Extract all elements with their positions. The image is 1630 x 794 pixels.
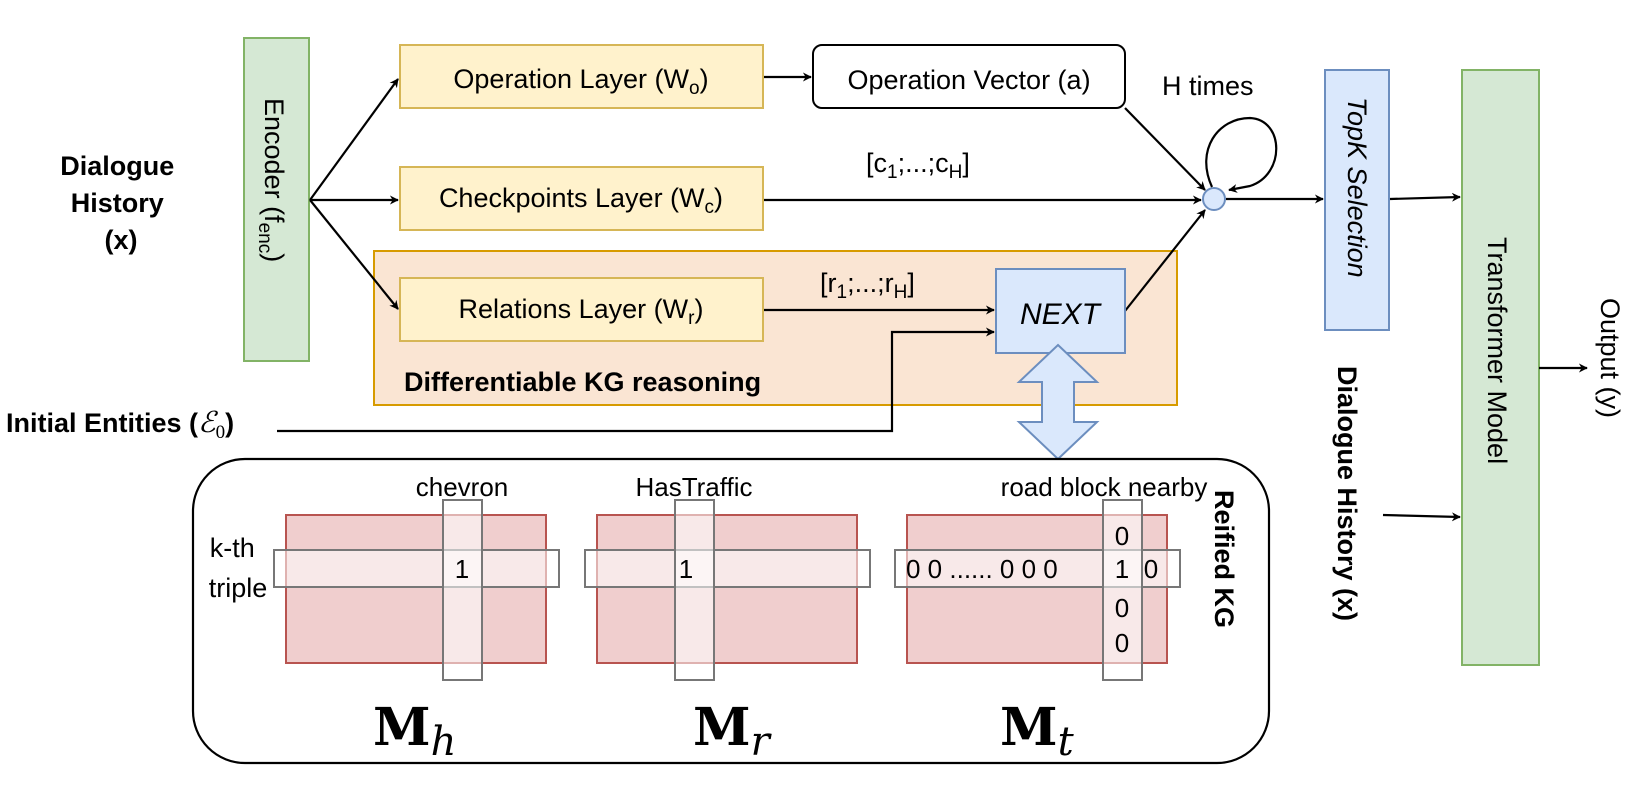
dialogue-history-right: Dialogue History (x) [1332,366,1362,621]
arrow-next-to-node [1124,209,1206,312]
transformer-label: Transformer Model [1482,237,1512,464]
dialogue-history-input: Dialogue History (x) [60,151,182,255]
arrow-encoder-to-relations [309,199,399,310]
matrix-r-value: 1 [679,554,693,584]
arrow-vector-to-node [1124,107,1206,191]
relations-layer-box [399,277,764,342]
matrix-t-col-below-1: 0 [1115,593,1129,623]
reified-kg-title: Reified KG [1209,490,1239,628]
self-loop-arrow [1205,116,1278,193]
relation-sequence-label: [r1;...;rH] [820,268,915,303]
transformer-box [1461,69,1540,666]
matrix-h-row-highlight [273,549,560,588]
encoder-box [243,37,310,362]
matrix-h-value: 1 [455,554,469,584]
matrix-t-row-after: 0 [1144,554,1158,584]
operation-vector-box [812,44,1126,109]
topk-selection-label: TopK Selection [1342,97,1372,278]
relations-layer-label: Relations Layer (Wr) [459,294,704,329]
matrix-h-name: Mh [373,697,456,765]
next-operator-label: NEXT [1020,298,1103,331]
h-times-label: H times [1162,71,1254,101]
matrix-t-col-highlight [1102,499,1143,681]
initial-entities-label: Initial Entities (ℰ0) [6,407,234,443]
matrix-t-row-values: 0 0 ...... 0 0 0 [906,554,1058,584]
checkpoint-sequence-label: [c1;...;cH] [866,148,970,183]
arrow-encoder-to-operation [309,78,399,201]
arrow-entities-to-next [277,327,995,433]
aggregation-node [1202,187,1226,211]
matrix-t-column-label: road block nearby [1001,472,1208,502]
arrow-dialogue-to-transformer [1382,512,1461,522]
matrix-t-name: Mt [1000,697,1075,765]
topk-selection-box [1324,69,1390,331]
checkpoints-layer-box [399,166,764,231]
kg-reasoning-label: Differentiable KG reasoning [404,367,761,397]
kth-triple-label: k-th triple [209,533,268,603]
arrow-topk-to-transformer [1389,192,1461,202]
operation-vector-label: Operation Vector (a) [847,65,1090,95]
matrix-r-row-highlight [584,549,871,588]
matrix-r-column-label: HasTraffic [635,472,752,502]
matrix-r-col-highlight [674,499,715,681]
matrix-h-col-highlight [442,499,483,681]
matrix-r [596,514,858,664]
checkpoints-layer-label: Checkpoints Layer (Wc) [439,183,723,218]
operation-layer-label: Operation Layer (Wo) [453,64,708,99]
matrix-h-column-label: chevron [416,472,509,502]
operation-layer-box [399,44,764,109]
matrix-t-col-below-2: 0 [1115,628,1129,658]
matrix-t-value: 1 [1115,554,1129,584]
matrix-r-name: Mr [693,697,773,765]
output-label: Output (y) [1595,298,1625,418]
matrix-h [285,514,547,664]
encoder-label: Encoder (fenc) [254,98,289,262]
matrix-t-col-above: 0 [1115,521,1129,551]
